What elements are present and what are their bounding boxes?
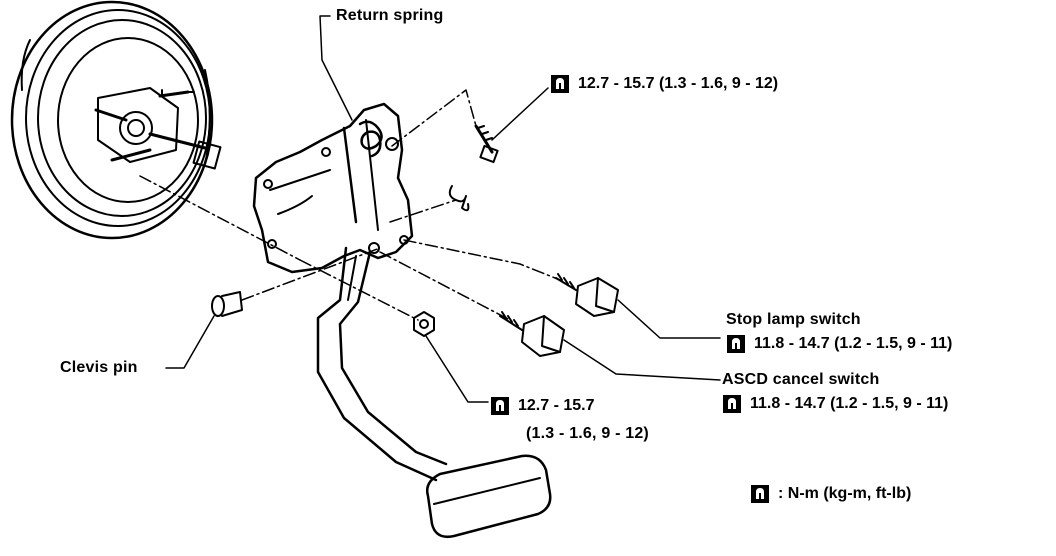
stop-lamp-switch xyxy=(555,273,619,317)
torque-wrench-icon xyxy=(722,394,742,414)
brake-pedal xyxy=(316,246,552,538)
torque-wrench-icon xyxy=(550,74,570,94)
torque-wrench-icon xyxy=(490,396,510,416)
torque-spec-stop-lamp-switch: 11.8 - 14.7 (1.2 - 1.5, 9 - 11) xyxy=(726,334,952,354)
bracket-bolt xyxy=(474,124,499,164)
brake-booster xyxy=(10,0,222,240)
torque-wrench-icon xyxy=(726,334,746,354)
torque-value-stop-lamp-switch: 11.8 - 14.7 (1.2 - 1.5, 9 - 11) xyxy=(754,335,953,352)
clevis-nut xyxy=(413,311,435,337)
leader-lines xyxy=(165,15,721,403)
centerlines xyxy=(139,89,561,321)
torque-wrench-icon xyxy=(750,484,770,504)
retainer-clip xyxy=(448,185,470,212)
torque-value-bracket-bolt: 12.7 - 15.7 (1.3 - 1.6, 9 - 12) xyxy=(578,75,779,92)
torque-value-clevis-nut-line2: (1.3 - 1.6, 9 - 12) xyxy=(526,425,649,442)
ascd-cancel-switch xyxy=(499,311,565,357)
torque-units-text: : N-m (kg-m, ft-lb) xyxy=(778,485,912,502)
return-spring xyxy=(342,119,383,231)
label-return-spring: Return spring xyxy=(336,7,444,24)
torque-spec-ascd-cancel-switch: 11.8 - 14.7 (1.2 - 1.5, 9 - 11) xyxy=(722,394,948,414)
label-stop-lamp-switch: Stop lamp switch xyxy=(726,311,861,328)
label-ascd-cancel-switch: ASCD cancel switch xyxy=(722,371,880,388)
torque-units-legend: : N-m (kg-m, ft-lb) xyxy=(750,484,911,504)
torque-value-ascd-cancel-switch: 11.8 - 14.7 (1.2 - 1.5, 9 - 11) xyxy=(750,395,949,412)
torque-spec-bracket-bolt: 12.7 - 15.7 (1.3 - 1.6, 9 - 12) xyxy=(550,74,778,94)
torque-value-clevis-nut-line1: 12.7 - 15.7 xyxy=(518,397,595,414)
pedal-bracket xyxy=(252,102,414,274)
clevis-pin xyxy=(211,291,243,317)
torque-spec-clevis-nut: 12.7 - 15.7 xyxy=(490,396,595,416)
label-clevis-pin: Clevis pin xyxy=(60,359,138,376)
